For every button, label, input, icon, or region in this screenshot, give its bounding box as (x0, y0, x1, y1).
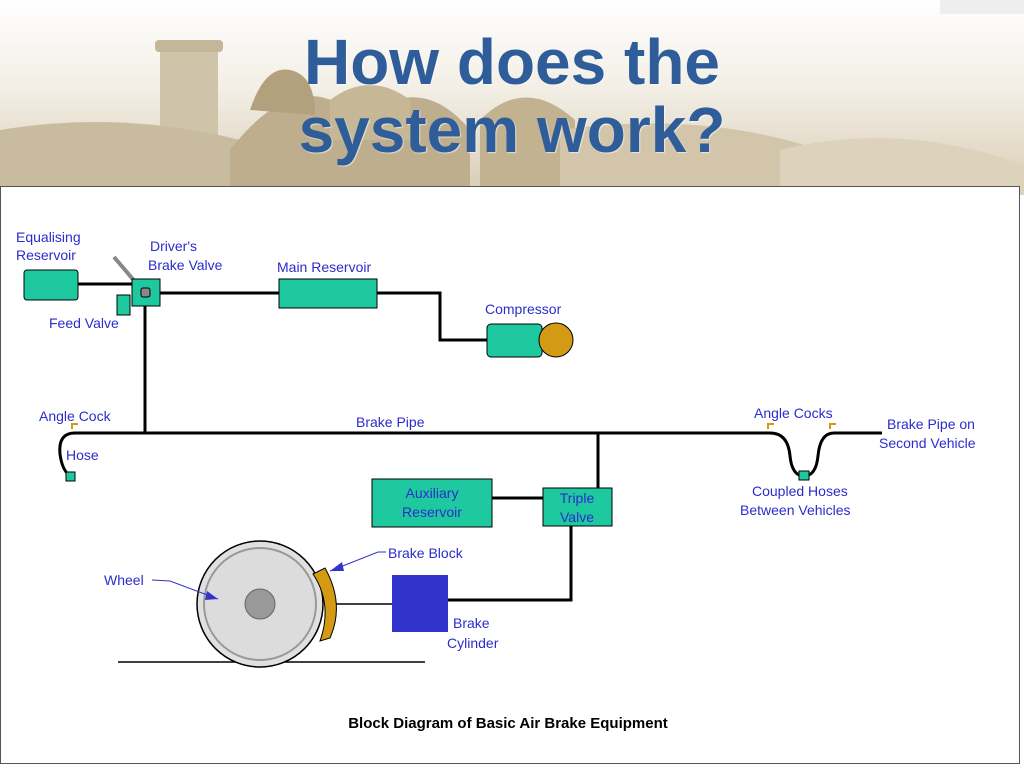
compressor-motor (538, 322, 574, 358)
label-angle-cocks: Angle Cocks (754, 405, 833, 421)
label-coupled-hoses-2: Between Vehicles (740, 502, 851, 518)
hose-coupling-middle (798, 470, 810, 481)
pipe-triple-valve-to-cylinder (448, 525, 573, 602)
air-brake-block-diagram: Equalising Reservoir Driver's Brake Valv… (16, 229, 976, 732)
diagram-caption: Block Diagram of Basic Air Brake Equipme… (348, 715, 668, 732)
angle-cock-handle-mid-right (829, 423, 836, 429)
label-hose: Hose (66, 447, 99, 463)
diagram-frame (0, 186, 1020, 764)
triple-valve (542, 487, 613, 527)
title-line-1: How does the (303, 26, 721, 98)
label-drivers-brake-valve-1: Driver's (150, 238, 197, 254)
label-brake-block: Brake Block (388, 545, 464, 561)
label-brake-pipe-second-1: Brake Pipe on (887, 416, 975, 432)
slide-title: How does the system work? (0, 28, 1024, 164)
feed-valve (116, 294, 131, 316)
pointer-arrows (151, 551, 386, 600)
angle-cock-handle-mid-left (767, 423, 774, 429)
label-angle-cock: Angle Cock (39, 408, 112, 424)
label-brake-cylinder-1: Brake (453, 615, 490, 631)
compressor-body (486, 323, 543, 358)
pipe-main-reservoir-to-compressor (377, 291, 487, 342)
main-reservoir (278, 278, 378, 309)
label-equalising-reservoir-1: Equalising (16, 229, 81, 245)
label-drivers-brake-valve-2: Brake Valve (148, 257, 223, 273)
auxiliary-reservoir (371, 478, 493, 528)
label-coupled-hoses-1: Coupled Hoses (752, 483, 848, 499)
pipe-network (75, 282, 882, 602)
brake-cylinder (392, 575, 448, 632)
angle-cock-handle-left (71, 423, 78, 429)
label-compressor: Compressor (485, 301, 562, 317)
background-photo (0, 0, 1024, 195)
label-auxiliary-reservoir-1: Auxiliary (406, 485, 459, 501)
label-equalising-reservoir-2: Reservoir (16, 247, 76, 263)
brake-block (312, 567, 337, 642)
label-brake-pipe: Brake Pipe (356, 414, 425, 430)
label-triple-valve-2: Valve (560, 509, 594, 525)
label-triple-valve-1: Triple (560, 490, 595, 506)
coupled-hoses (769, 431, 835, 478)
label-brake-cylinder-2: Cylinder (447, 635, 499, 651)
label-auxiliary-reservoir-2: Reservoir (402, 504, 462, 520)
label-feed-valve: Feed Valve (49, 315, 119, 331)
wheel-hub (244, 588, 276, 620)
label-wheel: Wheel (104, 572, 144, 588)
label-main-reservoir: Main Reservoir (277, 259, 371, 275)
label-brake-pipe-second-2: Second Vehicle (879, 435, 976, 451)
equalising-reservoir (23, 269, 79, 301)
brake-valve-knob (140, 287, 151, 298)
title-line-2: system work? (298, 94, 726, 166)
hose-coupling-left (65, 471, 76, 482)
